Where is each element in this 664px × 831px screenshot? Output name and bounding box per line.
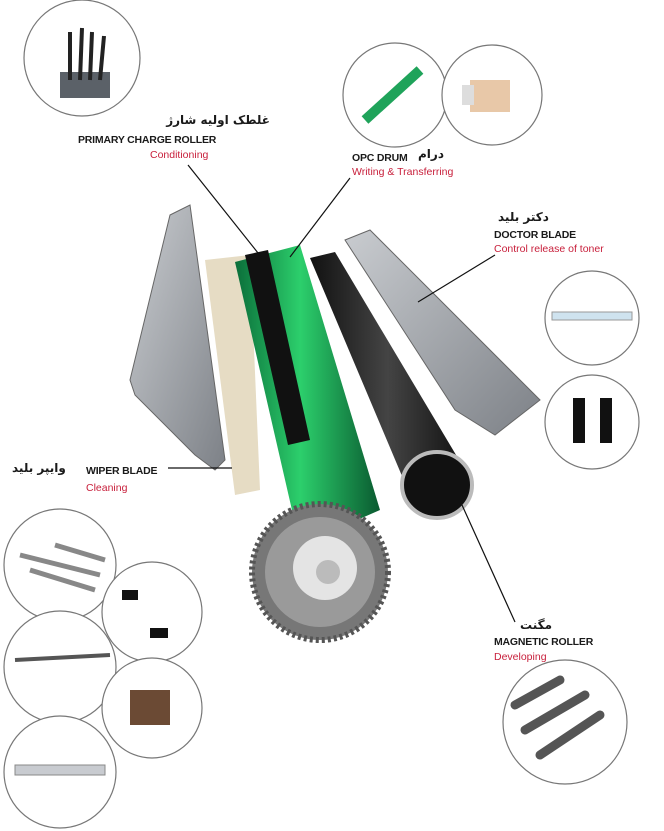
wiper-blade-part (129, 204, 226, 471)
drum-gear-part (249, 501, 391, 643)
magnetic-roller-persian-label: مگنت (520, 618, 553, 632)
wiper-blade-label: WIPER BLADE (86, 465, 158, 477)
magnetic-roller-label: MAGNETIC ROLLER (494, 636, 594, 648)
opc-drum-function: Writing & Transferring (352, 166, 454, 178)
magnetic-leader-line (461, 504, 516, 623)
wiper-blade-function: Cleaning (86, 482, 128, 494)
pcr-function: Conditioning (150, 149, 209, 161)
opc-leader-line (289, 177, 351, 258)
magnetic-roller-thumbnail (502, 659, 628, 785)
seal-thumbnail (544, 374, 640, 470)
opc-drum-label: OPC DRUM (352, 152, 408, 164)
doctor-blade-label: DOCTOR BLADE (494, 229, 576, 241)
doctor-blade-part (344, 229, 541, 436)
pcr-persian-label: غلطک اولیه شارژ (166, 113, 270, 127)
magnetic-roller-function: Developing (494, 651, 547, 663)
primary-charge-roller-part (245, 250, 310, 445)
magnetic-roller-part (310, 252, 465, 495)
doctor-blade-function: Control release of toner (494, 243, 604, 255)
pcr-leader-line (187, 164, 263, 259)
wiper-blade-persian-label: وایپر بلید (12, 461, 66, 475)
pcr-label: PRIMARY CHARGE ROLLER (78, 134, 217, 146)
foam-parts-thumbnail (101, 561, 203, 663)
doctor-blade-persian-label: دکتر بلید (498, 210, 549, 224)
pcr-stand-icon (60, 27, 110, 98)
wiper-tool-thumbnail (3, 610, 117, 724)
opc-drum-thumb-icon (361, 66, 424, 124)
doctor-leader-line (417, 254, 496, 303)
opc-drum-persian-label: درام (418, 147, 444, 161)
